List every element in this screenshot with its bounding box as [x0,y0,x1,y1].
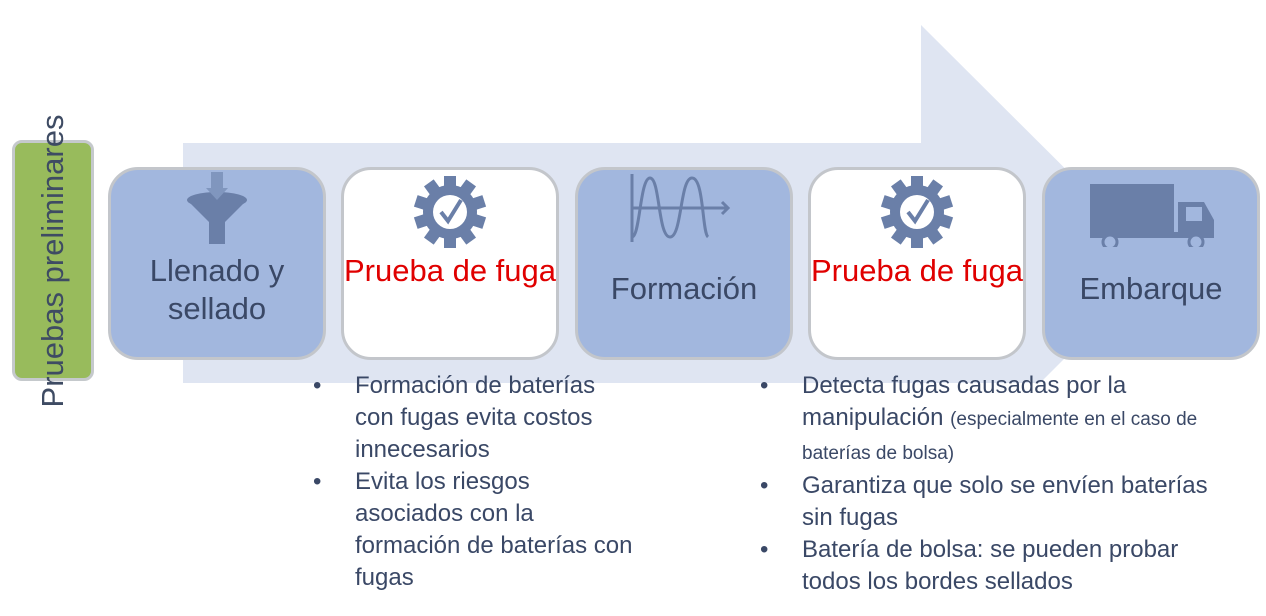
preliminary-tests-label: Pruebas preliminares [35,114,70,407]
notes-right: Detecta fugas causadas por la manipulaci… [760,370,1240,598]
step-leak-test-1: Prueba de fuga [341,167,559,360]
step-formation: Formación [575,167,793,360]
note-item: Batería de bolsa: se pueden probar todos… [760,534,1240,598]
note-item: Garantiza que solo se envíen baterías si… [760,470,1240,534]
step-leak-test-2: Prueba de fuga [808,167,1026,360]
step-label: Embarque [1079,271,1223,306]
notes-left: Formación de baterías con fugas evita co… [313,370,633,594]
truck-icon [1090,184,1214,247]
note-item: Evita los riesgos asociados con la forma… [313,466,633,594]
funnel-icon [187,172,247,244]
waveform-icon [630,174,731,242]
step-label: Prueba de fuga [344,253,557,288]
preliminary-tests-box: Pruebas preliminares [12,114,94,407]
step-filling-sealing: Llenado y sellado [108,167,326,360]
step-label: Prueba de fuga [811,253,1024,288]
gear-check-icon [880,176,954,248]
note-item: Detecta fugas causadas por la manipulaci… [760,370,1240,470]
note-aside: (especialmente en el caso de baterías de… [802,409,1198,464]
gear-check-icon [413,176,487,248]
note-item: Formación de baterías con fugas evita co… [313,370,633,466]
step-label: Llenado y sellado [149,253,285,326]
step-label: Formación [610,271,758,306]
step-shipping: Embarque [1042,167,1260,360]
note-main: Detecta fugas causadas por la manipulaci… [802,372,1127,431]
